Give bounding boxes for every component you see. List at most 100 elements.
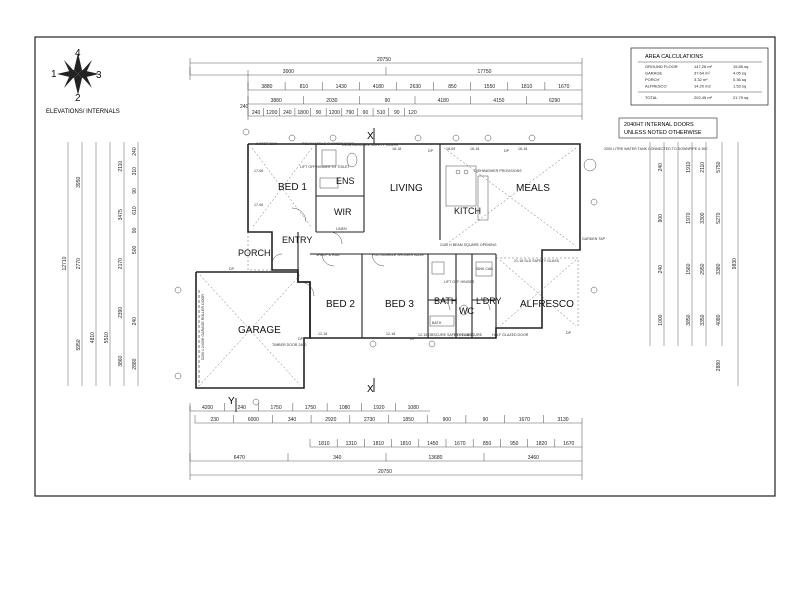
compass-caption: ELEVATIONS/ INTERNALS <box>46 109 120 115</box>
floor-plan: BED 1 ENS WIR LIVING MEALS KITCH ENTRY P… <box>174 128 708 412</box>
window-meals: 18-18 <box>518 147 527 151</box>
right-dim-small: 900 <box>658 214 664 223</box>
bottom-dim-r4: 13680 <box>429 455 443 461</box>
bottom-dim-r3: 1820 <box>536 441 547 447</box>
bottom-overall-dim: 20750 <box>378 469 392 475</box>
note-poly-shower: POLYMARBLE SHOWER BASE <box>302 142 354 146</box>
note-lift-off-ens: LIFT OFF HINGES TO TOILET <box>300 165 350 169</box>
window-living-1: 18-18 <box>392 147 401 151</box>
left-dim-small: 610 <box>132 206 138 215</box>
window-bed1b: 17-06 <box>254 203 263 207</box>
top-dim-r3: 2030 <box>326 98 337 104</box>
top-dim-r3: 90 <box>385 98 391 104</box>
right-dim-col3: 1910 <box>686 161 692 172</box>
note-dishwasher: DISHWASHER PROVISIONS <box>474 169 522 173</box>
bottom-dim-r3: 950 <box>510 441 519 447</box>
area-total-label: TOTAL <box>645 95 658 100</box>
right-dim-col3: 1560 <box>686 263 692 274</box>
area-row-sq: 0.36 sq <box>733 77 746 82</box>
window-bed2: 12-18 <box>318 332 327 336</box>
note-water-tank: 2000 LITRE WATER TANK CONNECTED TO DOWNP… <box>604 147 708 151</box>
bottom-dim-r3: 1810 <box>318 441 329 447</box>
room-bed3: BED 3 <box>385 299 414 310</box>
area-row-sq: 15.85 sq <box>733 64 748 69</box>
note-line-1: 2040HT INTERNAL DOORS <box>624 122 694 128</box>
note-sink-cab: SINK CAB. <box>476 267 494 271</box>
top-dim-r2: 1810 <box>521 84 532 90</box>
left-dim-col5: 2110 <box>118 161 124 172</box>
left-dim-bottom: 240 <box>132 317 138 326</box>
bottom-dim-r2: 90 <box>483 417 489 423</box>
bottom-dim-r2: 1670 <box>519 417 530 423</box>
right-dim-col1: 5750 <box>716 161 722 172</box>
note-beam: 2100 H BEAM SQUARE OPENING <box>440 243 497 247</box>
downpipe-5: DP <box>410 337 416 341</box>
left-dim-small: 90 <box>132 188 138 194</box>
bottom-dim-r3: 1450 <box>427 441 438 447</box>
left-dim-small: 90 <box>132 227 138 233</box>
note-obscure: 09-09 OBSCURE <box>454 333 483 337</box>
right-dim-col2: 3350 <box>700 314 706 325</box>
bottom-dim-r1: 1920 <box>373 405 384 411</box>
bottom-dim-r1: 1080 <box>339 405 350 411</box>
top-dim-r2: 1670 <box>558 84 569 90</box>
area-row-name: GROUND FLOOR <box>645 64 678 69</box>
room-kitch: KITCH <box>454 206 481 216</box>
note-bath-tub: BATH <box>432 321 442 325</box>
downpipe-2: DP <box>504 149 510 153</box>
bottom-dim-r2: 2920 <box>325 417 336 423</box>
left-dim-col2: 2770 <box>76 258 82 269</box>
compass-symbol: 4 1 3 2 <box>51 48 102 104</box>
compass-label-2: 2 <box>75 93 81 104</box>
left-dim-col2: 3950 <box>76 177 82 188</box>
area-title: AREA CALCULATIONS <box>645 54 703 60</box>
top-dim-r3: 4150 <box>493 98 504 104</box>
top-dim-r4: 90 <box>363 110 369 116</box>
bottom-dim-r2: 2730 <box>364 417 375 423</box>
top-dim-r2: 4180 <box>373 84 384 90</box>
bottom-dim-r1: 4200 <box>202 405 213 411</box>
top-dim-r4: 1200 <box>329 110 340 116</box>
top-dim-r4: 90 <box>394 110 400 116</box>
room-wc: WC <box>459 306 474 316</box>
note-linen: LINEN <box>336 227 347 231</box>
top-dim-r2: 2630 <box>410 84 421 90</box>
bottom-dim-r3: 1670 <box>563 441 574 447</box>
area-total-m2: 202.45 m² <box>694 95 713 100</box>
compass-label-3: 3 <box>96 70 102 81</box>
right-dim-col2: 3300 <box>700 212 706 223</box>
right-dim-small: 240 <box>658 163 664 172</box>
room-living: LIVING <box>390 183 423 194</box>
bottom-dim-r2: 340 <box>288 417 297 423</box>
bottom-dim-r4: 340 <box>333 455 342 461</box>
top-overall-dim: 20750 <box>377 57 391 63</box>
left-dim-col3: 4810 <box>90 332 96 343</box>
right-dim-col2: 2950 <box>700 263 706 274</box>
area-total-sq: 21.79 sq <box>733 95 748 100</box>
room-ldry: L'DRY <box>476 296 502 306</box>
top-dim-r2: 810 <box>300 84 309 90</box>
area-row-sq: 1.53 sq <box>733 84 746 89</box>
bottom-dim-r2: 6000 <box>248 417 259 423</box>
top-dim-r3: 4180 <box>438 98 449 104</box>
top-dim-r4: 510 <box>377 110 386 116</box>
top-dim-r1: 3000 <box>283 69 294 75</box>
bottom-dim-r1: 1750 <box>271 405 282 411</box>
bottom-dim-r3: 850 <box>483 441 492 447</box>
top-dim-r4: 90 <box>316 110 322 116</box>
area-row-m2: 14.20 m2 <box>694 84 711 89</box>
compass-label-1: 1 <box>51 69 57 80</box>
room-bed1: BED 1 <box>278 182 307 193</box>
left-dim-col5: 2170 <box>118 258 124 269</box>
area-row-m2: 147.26 m² <box>694 64 713 69</box>
top-dim-r3: 3880 <box>271 98 282 104</box>
bottom-dim-r4: 3460 <box>528 455 539 461</box>
bottom-dim-r2: 3130 <box>557 417 568 423</box>
area-row-name: ALFRESCO <box>645 84 667 89</box>
note-line-2: UNLESS NOTED OTHERWISE <box>624 130 702 136</box>
right-dim-col3: 1970 <box>686 212 692 223</box>
top-dim-r4: 1200 <box>266 110 277 116</box>
left-dim-col5: 3860 <box>118 355 124 366</box>
